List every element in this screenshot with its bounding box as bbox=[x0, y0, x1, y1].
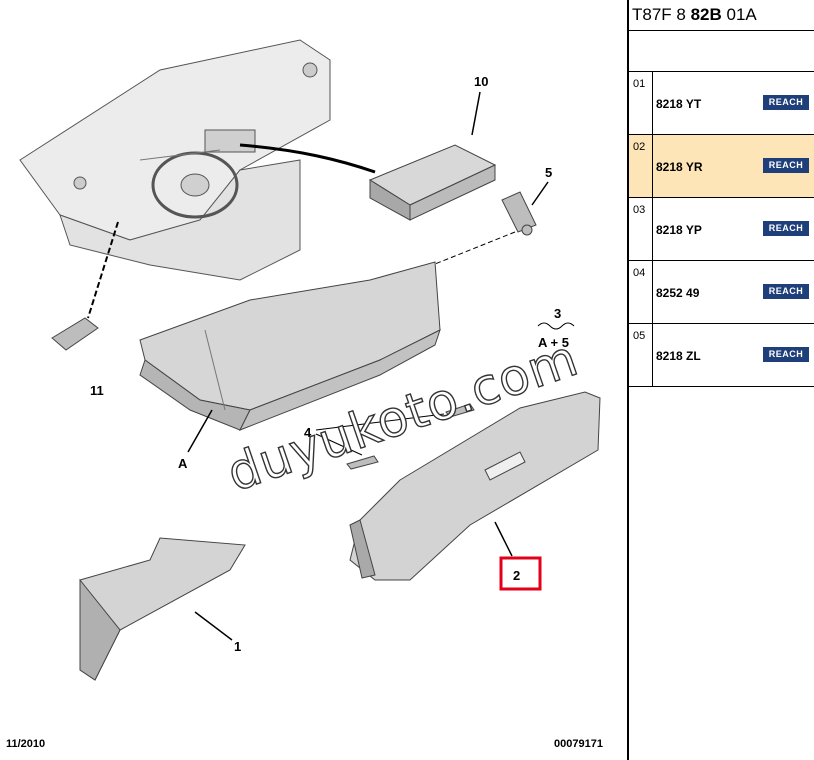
dashboard-illustration bbox=[19, 39, 331, 281]
diagram-date: 11/2010 bbox=[6, 738, 46, 750]
reach-badge: REACH bbox=[763, 347, 809, 362]
row-divider bbox=[652, 72, 653, 134]
row-divider bbox=[652, 324, 653, 386]
part-code: 8218 YT bbox=[656, 97, 702, 111]
row-divider bbox=[652, 198, 653, 260]
callout-3: 3 bbox=[554, 306, 561, 321]
part-row-05[interactable]: 05 8218 ZL REACH bbox=[629, 324, 814, 387]
diagram-reference: 00079171 bbox=[554, 738, 603, 750]
part-2-callout-box bbox=[499, 556, 542, 591]
part-code: 8218 YR bbox=[656, 160, 703, 174]
title-suffix: 01A bbox=[721, 5, 757, 24]
callout-11: 11 bbox=[90, 383, 104, 398]
row-divider bbox=[652, 135, 653, 197]
parts-diagram: 10 5 3 A + 5 11 A 4 2 1 duyukoto.com 11/… bbox=[6, 39, 603, 750]
part-row-03[interactable]: 03 8218 YP REACH bbox=[629, 198, 814, 261]
part-5-illustration bbox=[501, 191, 537, 236]
callout-a5: A + 5 bbox=[538, 335, 569, 350]
glovebox-housing-illustration bbox=[139, 261, 441, 431]
part-1-illustration bbox=[79, 537, 246, 681]
callout-10: 10 bbox=[474, 74, 488, 89]
row-number: 04 bbox=[633, 267, 646, 279]
callout-5: 5 bbox=[545, 165, 552, 180]
callout-1: 1 bbox=[234, 639, 241, 654]
part-2-illustration bbox=[349, 391, 601, 581]
panel-divider bbox=[627, 0, 629, 760]
row-number: 01 bbox=[633, 78, 646, 90]
reach-badge: REACH bbox=[763, 284, 809, 299]
part-11-illustration bbox=[51, 317, 99, 351]
part-row-02[interactable]: 02 8218 YR REACH bbox=[629, 135, 814, 198]
reach-badge: REACH bbox=[763, 221, 809, 236]
row-divider bbox=[652, 261, 653, 323]
row-number: 02 bbox=[633, 141, 646, 153]
callout-2: 2 bbox=[513, 568, 520, 583]
title-prefix: T87F 8 bbox=[632, 5, 691, 24]
part-4-illustration bbox=[346, 403, 475, 470]
callout-4: 4 bbox=[304, 425, 312, 440]
row-number: 03 bbox=[633, 204, 646, 216]
title-bold: 82B bbox=[690, 5, 722, 24]
panel-spacer bbox=[629, 31, 814, 72]
part-row-04[interactable]: 04 8252 49 REACH bbox=[629, 261, 814, 324]
panel-title: T87F 8 82B 01A bbox=[629, 0, 814, 31]
part-row-01[interactable]: 01 8218 YT REACH bbox=[629, 72, 814, 135]
part-code: 8252 49 bbox=[656, 286, 700, 300]
callout-a: A bbox=[178, 456, 188, 471]
reach-badge: REACH bbox=[763, 95, 809, 110]
part-code: 8218 YP bbox=[656, 223, 702, 237]
parts-list-panel: T87F 8 82B 01A 01 8218 YT REACH 02 8218 YR RE… bbox=[629, 0, 814, 387]
part-code: 8218 ZL bbox=[656, 349, 701, 363]
part-10-illustration bbox=[368, 144, 497, 221]
row-number: 05 bbox=[633, 330, 646, 342]
reach-badge: REACH bbox=[763, 158, 809, 173]
exploded-view: 10 5 3 A + 5 11 A 4 2 1 bbox=[19, 39, 601, 681]
parts-list: 01 8218 YT REACH 02 8218 YR REACH 03 8218 YP REA… bbox=[629, 72, 814, 387]
